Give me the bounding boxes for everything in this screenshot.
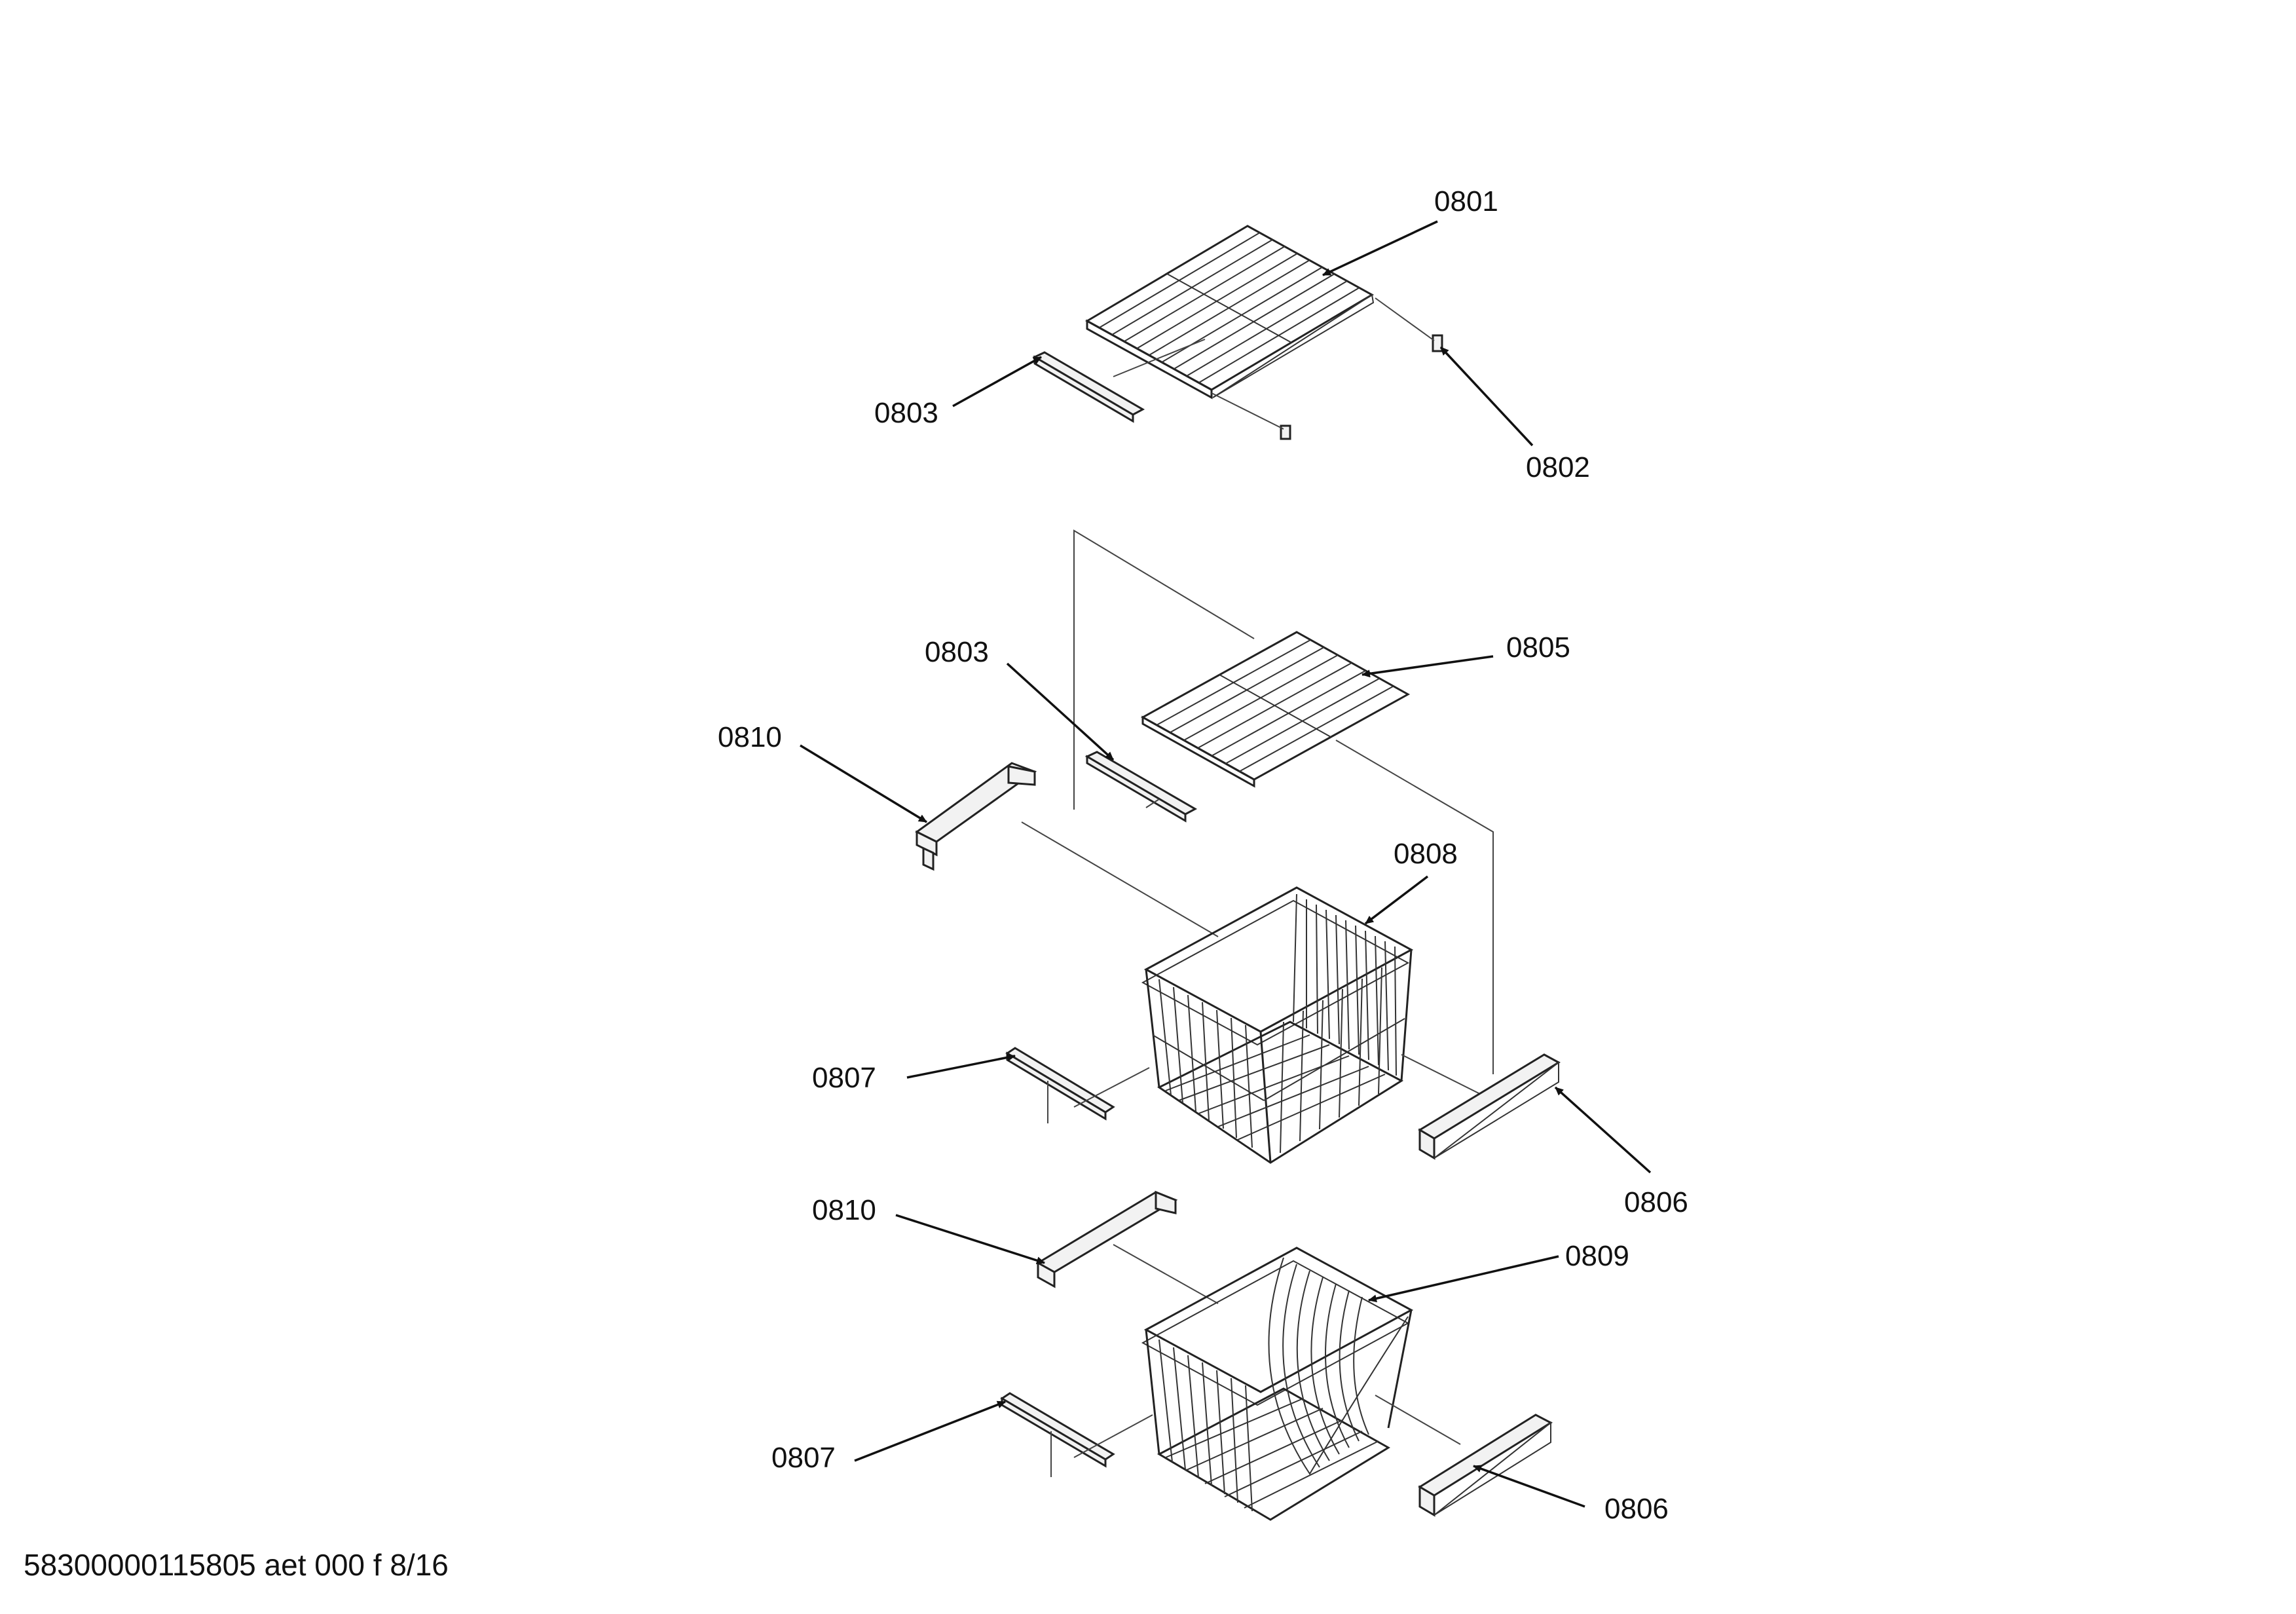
label-0810-top: 0810 xyxy=(718,721,782,753)
label-0807-top: 0807 xyxy=(812,1062,876,1094)
label-0807-bottom: 0807 xyxy=(771,1442,836,1474)
bracket-0810-top xyxy=(915,762,1037,871)
label-0806-top: 0806 xyxy=(1624,1186,1688,1218)
basket-0809 xyxy=(1141,1247,1414,1521)
label-0809: 0809 xyxy=(1565,1240,1629,1272)
document-id-footer: 58300000115805 aet 000 f 8/16 xyxy=(24,1548,449,1582)
basket-0808 xyxy=(1141,886,1414,1164)
label-0810-bottom: 0810 xyxy=(812,1194,876,1226)
leader-lines xyxy=(800,220,1652,1508)
bracket-0810-bottom xyxy=(1036,1190,1178,1288)
label-0805: 0805 xyxy=(1506,631,1570,664)
rail-0803-top xyxy=(1032,351,1145,423)
label-0802: 0802 xyxy=(1526,451,1590,483)
bracket-0806-bottom xyxy=(1418,1414,1553,1517)
bracket-0806-top xyxy=(1418,1053,1561,1160)
label-0803-mid: 0803 xyxy=(925,636,989,668)
label-0806-bottom: 0806 xyxy=(1604,1493,1669,1525)
rail-0803-mid xyxy=(1084,751,1198,823)
label-0801: 0801 xyxy=(1434,185,1498,217)
rail-0807-bottom xyxy=(1000,1392,1115,1468)
shelf-0805 xyxy=(1140,631,1411,788)
label-0803-top: 0803 xyxy=(874,397,938,429)
shelf-0801 xyxy=(1084,225,1375,400)
rail-0807-top xyxy=(1005,1047,1115,1121)
clip-0802 xyxy=(1280,334,1443,440)
label-0808: 0808 xyxy=(1394,838,1458,870)
